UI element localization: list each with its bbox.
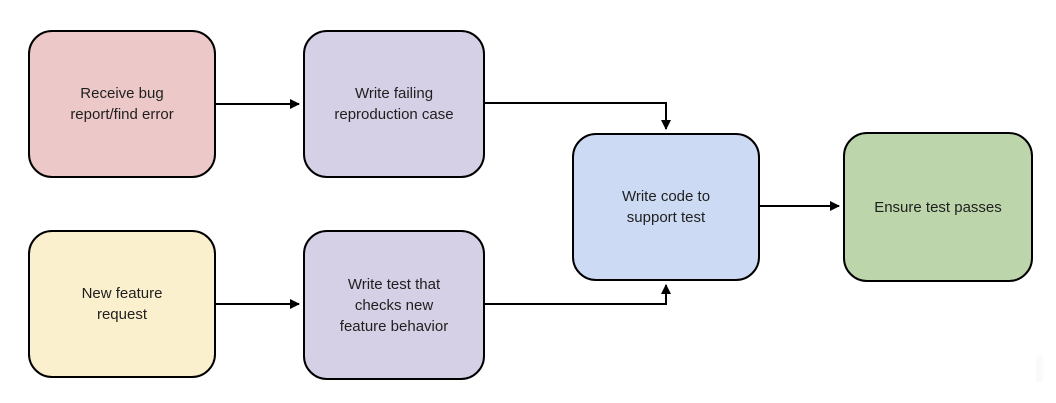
node-write-failing-reproduction-case-label: Write failing reproduction case (334, 85, 454, 123)
node-write-code-to-support-test: Write code to support test (572, 133, 760, 281)
node-ensure-test-passes: Ensure test passes (843, 132, 1033, 282)
edge-repro-to-code-arrow (485, 102, 671, 130)
node-new-feature-request: New feature request (28, 230, 216, 378)
scrollbar-thumb[interactable] (1036, 355, 1043, 383)
node-write-test-that-checks-new-feature-behavior-label: Write test that checks new feature behav… (339, 275, 449, 335)
node-receive-bug-report: Receive bug report/find error (28, 30, 216, 178)
node-ensure-test-passes-label: Ensure test passes (874, 198, 1002, 216)
edge-test-to-code-arrow (485, 284, 671, 305)
node-write-test-that-checks-new-feature-behavior: Write test that checks new feature behav… (303, 230, 485, 380)
node-new-feature-request-label: New feature request (81, 285, 163, 323)
node-receive-bug-report-label: Receive bug report/find error (70, 85, 174, 123)
node-write-failing-reproduction-case: Write failing reproduction case (303, 30, 485, 178)
node-write-code-to-support-test-label: Write code to support test (621, 188, 711, 226)
